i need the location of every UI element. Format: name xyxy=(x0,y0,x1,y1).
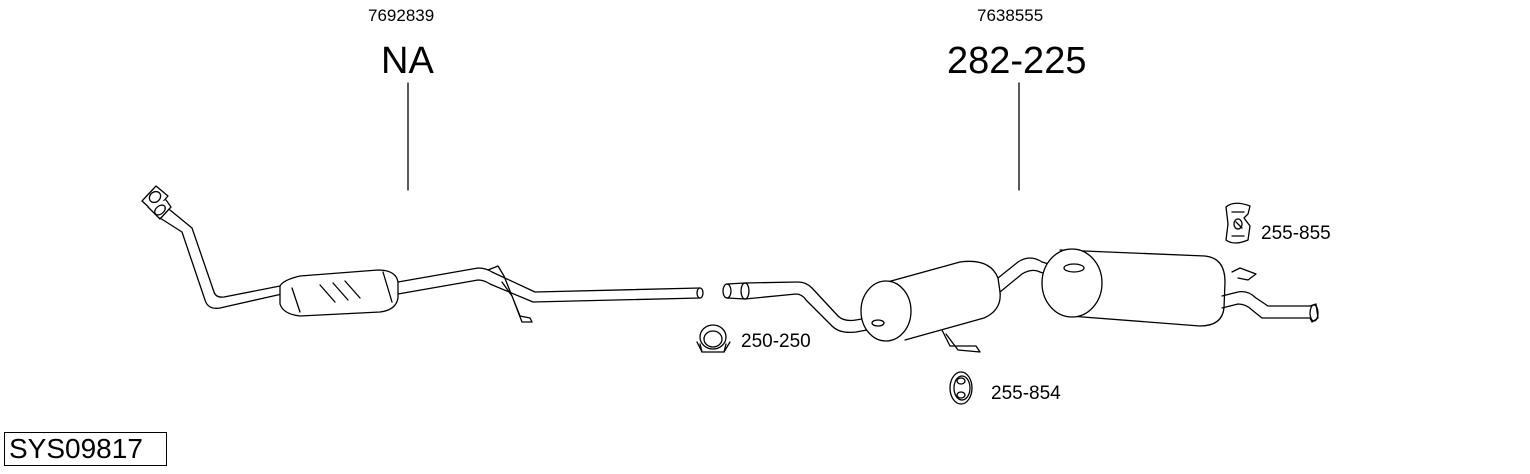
accessory-label-clamp: 250-250 xyxy=(741,331,811,352)
rubber-mount-icon xyxy=(949,371,973,405)
accessory-label-hanger: 255-855 xyxy=(1261,223,1331,244)
oem-number-right: 7638555 xyxy=(977,6,1044,25)
oem-number-left: 7692839 xyxy=(368,6,435,25)
system-code-box: SYS09817 xyxy=(4,432,167,466)
rubber-hanger-icon xyxy=(1225,202,1251,244)
part-number-left: NA xyxy=(381,40,434,82)
accessory-label-mount: 255-854 xyxy=(991,383,1061,404)
clamp-icon xyxy=(696,324,731,353)
silencer-assembly xyxy=(722,248,1319,353)
part-number-right: 282-225 xyxy=(947,40,1087,82)
front-pipe-catalyst xyxy=(141,185,704,323)
